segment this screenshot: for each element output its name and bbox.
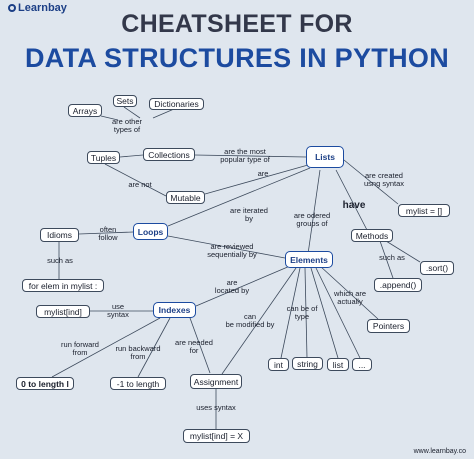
node-idioms: Idioms <box>40 228 79 242</box>
node-dictionaries: Dictionaries <box>149 98 204 110</box>
node-int: int <box>268 358 289 371</box>
label-are: are <box>257 169 269 178</box>
label-are-not: are not <box>128 180 152 189</box>
edge-sets-collections <box>123 106 141 119</box>
node-string: string <box>292 357 323 370</box>
node-mylist-init: mylist = [] <box>398 204 450 217</box>
node-mylist-ind: mylist[ind] <box>36 305 90 318</box>
label-iterated-by: are iterated by <box>230 206 268 223</box>
node-arrays: Arrays <box>68 104 102 117</box>
node-pointers: Pointers <box>367 319 410 333</box>
node-neg-to-length: -1 to length <box>110 377 166 390</box>
edge-elements-indexes <box>195 265 291 307</box>
label-run-backward-from: run backward from <box>115 344 161 361</box>
label-most-popular-type-of: are the most popular type of <box>220 147 270 164</box>
edge-lists-syntax <box>343 159 399 205</box>
edge-elements-ellipsis <box>315 267 361 359</box>
node-sets: Sets <box>113 95 137 107</box>
label-needed-for: are needed for <box>175 338 213 355</box>
node-elements: Elements <box>285 251 333 268</box>
node-tuples: Tuples <box>87 151 120 164</box>
edge-indexes-neg <box>137 317 171 378</box>
node-for-elem: for elem in mylist : <box>22 279 104 292</box>
title-line-2: DATA STRUCTURES IN PYTHON <box>25 43 449 73</box>
node-collections: Collections <box>143 148 195 161</box>
label-which-are-actually: which are actually <box>333 289 367 306</box>
label-reviewed-sequentially-by: are reviewed sequentially by <box>207 242 257 259</box>
label-often-follow: often follow <box>98 225 118 242</box>
node-mutable: Mutable <box>166 191 205 204</box>
label-located-by: are located by <box>214 278 250 295</box>
edge-methods-append <box>379 240 394 279</box>
label-odered-groups-of: are odered groups of <box>293 211 331 228</box>
node-mylist-assign: mylist[ind] = X <box>183 429 250 443</box>
node-loops: Loops <box>133 223 168 240</box>
label-are-other-types-of: are other types of <box>111 117 143 134</box>
edge-lists-loops <box>167 167 311 227</box>
edge-lists-mutable <box>204 164 309 195</box>
node-methods: Methods <box>351 229 393 242</box>
node-append: .append() <box>374 278 422 292</box>
label-created-usng-syntax: are created usng syntax <box>363 171 405 188</box>
node-list: list <box>327 358 349 371</box>
label-can-be-modified-by: can be modified by <box>225 312 275 329</box>
label-use-syntax: use syntax <box>107 302 129 319</box>
label-run-forward-from: run forward from <box>61 340 99 357</box>
node-zero-to-length: 0 to length l <box>16 377 74 390</box>
brand-name: Learnbay <box>18 2 67 14</box>
label-such-as-right: such as <box>379 253 405 262</box>
edge-tuples-collections <box>119 154 144 158</box>
node-assignment: Assignment <box>190 374 242 389</box>
edge-indexes-assignment <box>189 317 211 374</box>
label-uses-syntax: uses syntax <box>196 403 236 412</box>
edge-dicts-collections <box>152 108 175 119</box>
edge-loops-idioms <box>78 231 134 235</box>
edge-tuples-mutable <box>104 163 167 197</box>
label-have: have <box>342 200 366 211</box>
node-ellipsis: ... <box>352 358 372 371</box>
title-line-1: CHEATSHEET FOR <box>121 10 353 38</box>
edge-collections-lists <box>194 154 307 158</box>
edge-elements-assignment <box>221 267 297 375</box>
edge-arrays-collections <box>100 115 119 121</box>
node-sort: .sort() <box>420 261 454 275</box>
edge-loops-elements <box>167 235 286 259</box>
brand-logo: Learnbay <box>8 2 67 14</box>
edge-elements-string <box>304 267 308 359</box>
edge-elements-pointers <box>319 265 379 320</box>
website-url: www.learnbay.co <box>413 448 466 455</box>
edge-methods-sort <box>385 240 421 263</box>
edge-lists-elements <box>307 169 321 255</box>
label-can-be-of-type: can be of type <box>286 304 318 321</box>
edge-elements-int <box>280 267 301 359</box>
edge-indexes-zero <box>51 317 161 378</box>
node-indexes: Indexes <box>153 302 196 318</box>
node-lists: Lists <box>306 146 344 168</box>
brand-mark-icon <box>8 4 16 12</box>
edge-lists-methods <box>335 169 368 231</box>
label-such-as-left: such as <box>47 256 73 265</box>
edge-elements-list <box>310 267 339 359</box>
